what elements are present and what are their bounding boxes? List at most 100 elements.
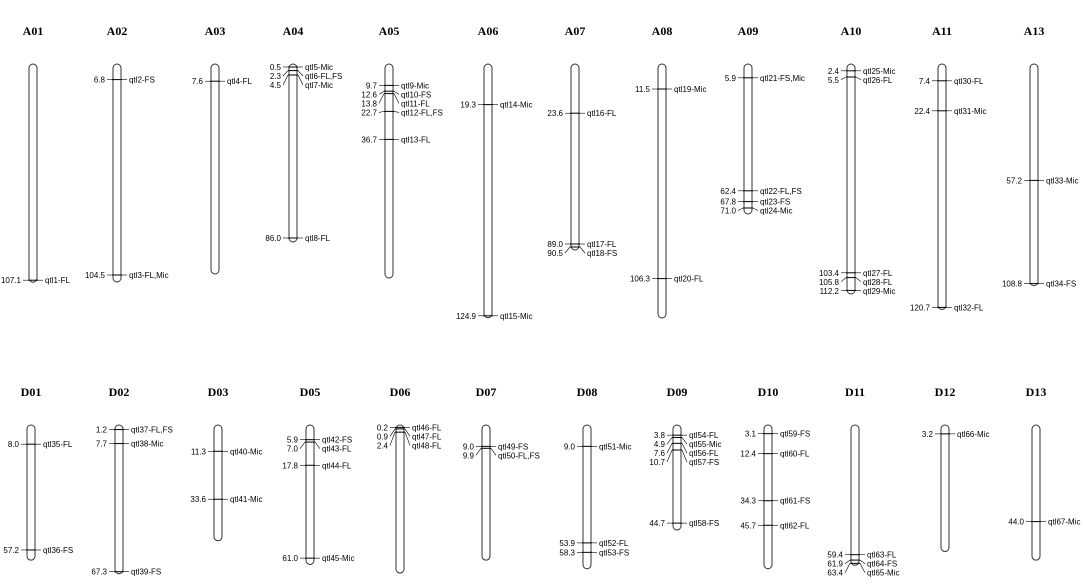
- qtl-name-label: qtl60-FL: [780, 450, 810, 459]
- qtl-position-label: 120.7: [910, 303, 931, 312]
- qtl-name-label: qtl8-FL: [305, 234, 330, 243]
- qtl-position-label: 34.3: [740, 497, 756, 506]
- chromosome-title: D09: [667, 385, 688, 399]
- chromosome-body: [940, 424, 950, 553]
- qtl-name-label: qtl63-FL: [867, 551, 897, 560]
- qtl-name-label: qtl62-FL: [780, 521, 810, 530]
- chromosome-body: [114, 424, 124, 575]
- qtl-name-label: qtl32-FL: [954, 303, 984, 312]
- qtl-leader-right: [297, 74, 304, 86]
- qtl-name-label: qtl39-FS: [131, 568, 161, 577]
- qtl-name-label: qtl46-FL: [412, 423, 442, 432]
- qtl-name-label: qtl1-FL: [45, 276, 70, 285]
- chromosome-body: [672, 424, 682, 531]
- chromosome-title: A03: [205, 24, 226, 38]
- qtl-name-label: qtl20-FL: [674, 275, 704, 284]
- qtl-name-label: qtl64-FS: [867, 560, 897, 569]
- qtl-position-label: 44.7: [649, 519, 665, 528]
- qtl-position-label: 11.3: [191, 447, 207, 456]
- qtl-position-label: 112.2: [820, 287, 840, 296]
- qtl-name-label: qtl50-FL,FS: [498, 451, 540, 460]
- chromosome-title: A04: [283, 24, 304, 38]
- qtl-leader-right: [297, 70, 304, 77]
- chromosome-title: A13: [1024, 24, 1045, 38]
- chromosome-body: [582, 424, 592, 570]
- qtl-position-label: 3.8: [654, 431, 666, 440]
- qtl-name-label: qtl34-FS: [1046, 280, 1076, 289]
- qtl-name-label: qtl26-FL: [863, 76, 893, 85]
- qtl-leader-left: [844, 559, 851, 564]
- qtl-position-label: 9.7: [366, 81, 378, 90]
- qtl-name-label: qtl56-FL: [689, 449, 719, 458]
- qtl-leader-left: [299, 441, 306, 449]
- qtl-name-label: qtl4-FL: [227, 77, 252, 86]
- qtl-position-label: 9.0: [564, 442, 576, 451]
- chromosome-title: A07: [565, 24, 586, 38]
- chromosome-body: [1031, 424, 1041, 561]
- qtl-name-label: qtl45-Mic: [322, 554, 354, 563]
- chromosome-body: [846, 63, 856, 295]
- qtl-leader-left: [378, 90, 385, 95]
- qtl-leader-left: [475, 448, 482, 456]
- qtl-position-label: 22.4: [914, 107, 930, 116]
- chromosome-title: D05: [300, 385, 321, 399]
- chromosome-body: [937, 63, 947, 310]
- qtl-name-label: qtl58-FS: [689, 519, 719, 528]
- qtl-position-label: 124.9: [456, 312, 477, 321]
- qtl-name-label: qtl27-FL: [863, 269, 893, 278]
- qtl-marker: 44.7 qtl58-FS: [649, 519, 719, 528]
- qtl-position-label: 71.0: [720, 207, 736, 216]
- qtl-position-label: 2.4: [377, 441, 389, 450]
- qtl-name-label: qtl16-FL: [587, 109, 617, 118]
- qtl-name-label: qtl17-FL: [587, 240, 617, 249]
- qtl-name-label: qtl38-Mic: [131, 440, 163, 449]
- qtl-name-label: qtl53-FS: [599, 548, 629, 557]
- qtl-name-label: qtl43-FL: [322, 445, 352, 454]
- qtl-position-label: 44.0: [1008, 518, 1024, 527]
- qtl-name-label: qtl44-FL: [322, 461, 352, 470]
- chromosome-title: A10: [841, 24, 862, 38]
- qtl-leader-left: [840, 76, 847, 81]
- qtl-name-label: qtl11-FL: [401, 99, 430, 108]
- qtl-position-label: 61.9: [827, 560, 843, 569]
- qtl-name-label: qtl67-Mic: [1048, 518, 1080, 527]
- qtl-position-label: 1.2: [96, 426, 108, 435]
- qtl-name-label: qtl33-Mic: [1046, 176, 1078, 185]
- chromosome-title: A11: [932, 24, 952, 38]
- qtl-name-label: qtl7-Mic: [305, 81, 333, 90]
- qtl-leader-left: [282, 70, 289, 77]
- chromosome-body: [213, 424, 223, 542]
- qtl-name-label: qtl23-FS: [760, 198, 790, 207]
- qtl-position-label: 9.9: [463, 451, 475, 460]
- qtl-position-label: 5.9: [287, 436, 299, 445]
- qtl-leader-right: [681, 449, 688, 463]
- qtl-name-label: qtl2-FS: [129, 76, 155, 85]
- qtl-name-label: qtl13-FL: [401, 135, 431, 144]
